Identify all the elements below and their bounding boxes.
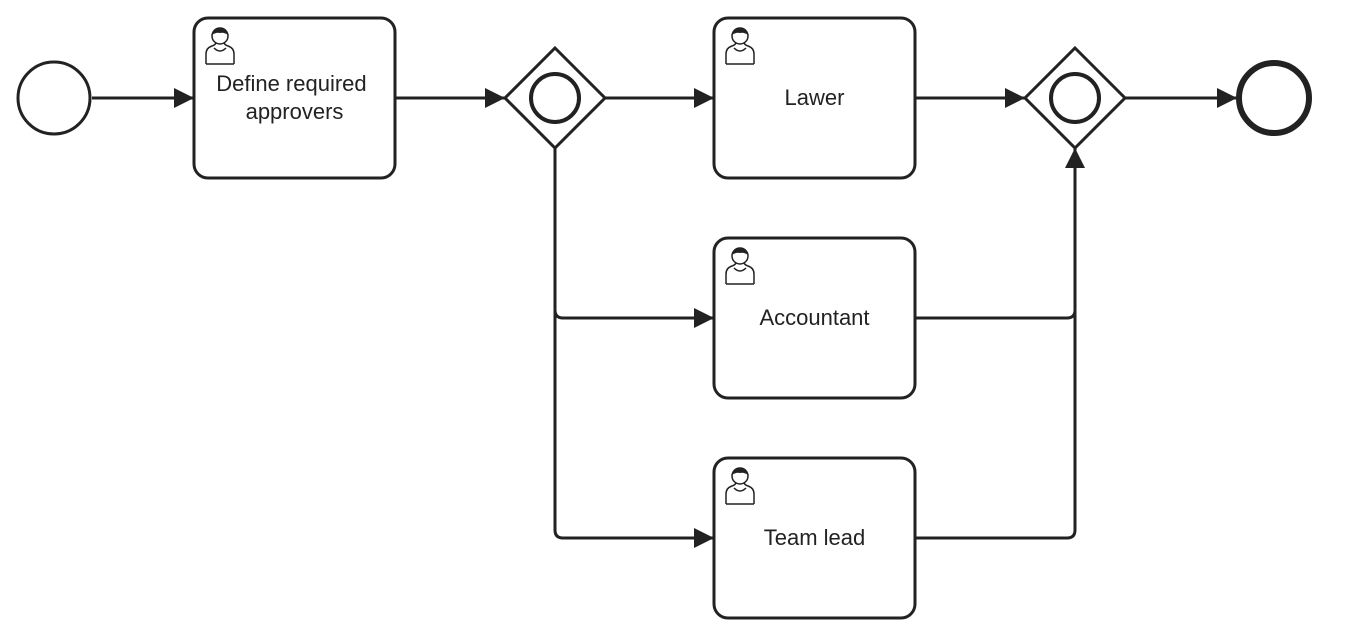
user-icon xyxy=(205,27,235,65)
start-event[interactable] xyxy=(16,60,92,136)
inclusive-marker-icon xyxy=(1049,72,1101,124)
sequence-flows xyxy=(92,88,1237,548)
user-icon xyxy=(725,467,755,505)
task-label-line: Define required xyxy=(216,71,366,96)
task-label-line: approvers xyxy=(246,99,344,124)
user-icon xyxy=(725,247,755,285)
end-event[interactable] xyxy=(1236,60,1312,136)
flow-accountant-to-join[interactable] xyxy=(915,148,1085,320)
inclusive-marker-icon xyxy=(529,72,581,124)
task-accountant[interactable]: Accountant xyxy=(712,236,917,400)
task-team-lead[interactable]: Team lead xyxy=(712,456,917,620)
flow-split-to-teamlead[interactable] xyxy=(553,310,714,548)
task-define-required-approvers[interactable]: Define required approvers xyxy=(192,16,397,180)
task-label: Team lead xyxy=(764,525,866,550)
split-gateway[interactable] xyxy=(502,45,608,151)
flow-teamlead-to-join[interactable] xyxy=(915,310,1077,540)
task-label: Accountant xyxy=(759,305,869,330)
task-label: Lawer xyxy=(785,85,845,110)
task-lawer[interactable]: Lawer xyxy=(712,16,917,180)
svg-text:Define required approver: Define required approvers xyxy=(216,71,373,124)
user-icon xyxy=(725,27,755,65)
flow-split-to-accountant[interactable] xyxy=(553,148,714,328)
join-gateway[interactable] xyxy=(1022,45,1128,151)
